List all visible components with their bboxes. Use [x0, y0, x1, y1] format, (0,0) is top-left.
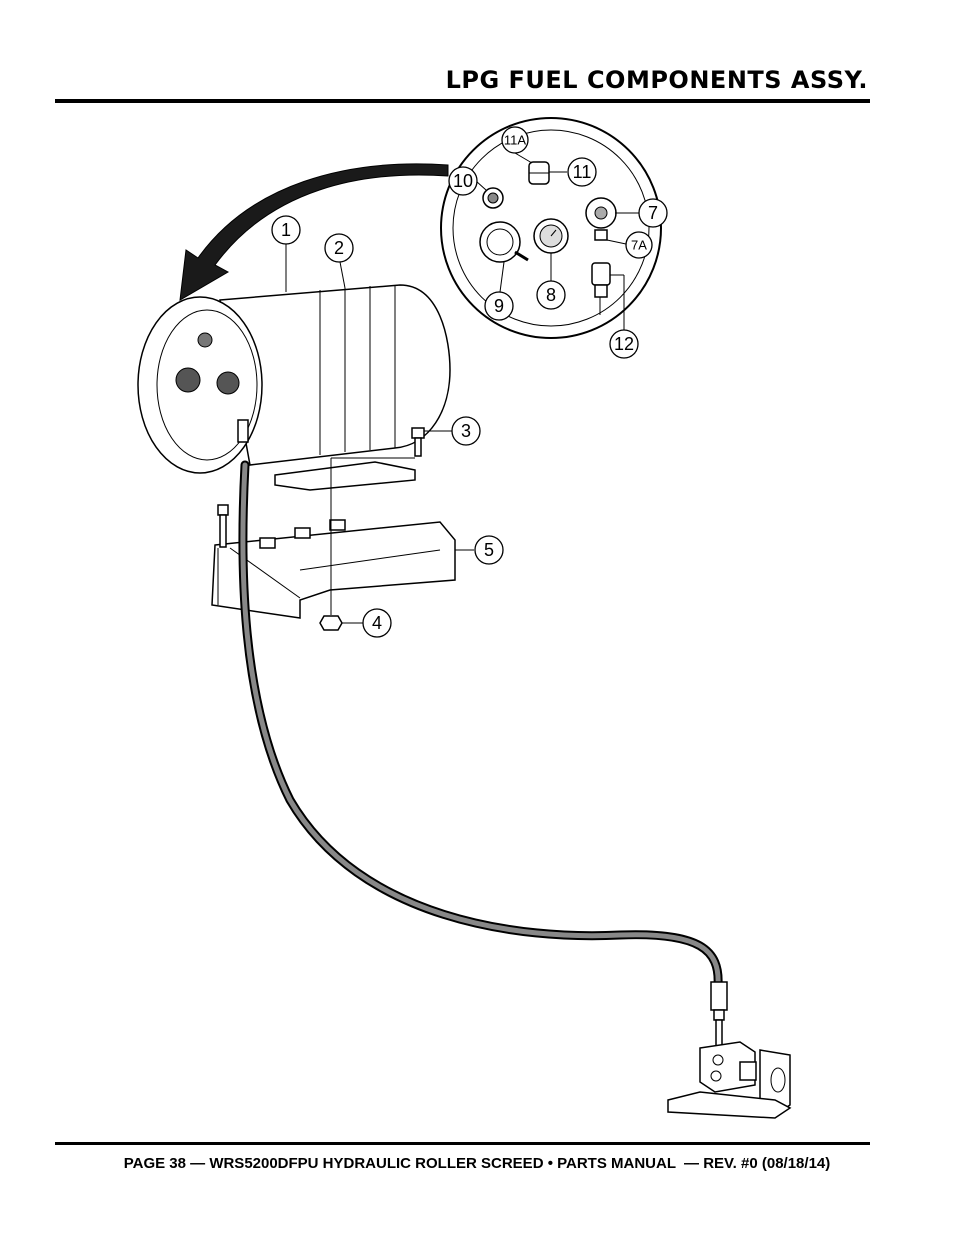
- curved-arrow-icon: [179, 163, 449, 301]
- fuel-gauge-8-icon: [533, 218, 569, 254]
- callout-11a: 11A: [501, 126, 529, 154]
- page-footer: PAGE 38 — WRS5200DFPU HYDRAULIC ROLLER S…: [123, 1155, 831, 1172]
- callout-1: 1: [271, 215, 301, 245]
- callout-7a: 7A: [625, 231, 653, 259]
- bolt-long-icon: [217, 504, 229, 548]
- lpg-tank: [137, 284, 451, 474]
- callout-5: 5: [474, 535, 504, 565]
- callout-9: 9: [484, 291, 514, 321]
- adapter-12-icon: [591, 262, 611, 315]
- svg-text:1: 1: [281, 220, 291, 240]
- svg-text:2: 2: [334, 238, 344, 258]
- svg-text:3: 3: [461, 421, 471, 441]
- callout-11: 11: [567, 157, 597, 187]
- bolt-3-icon: [411, 427, 425, 457]
- mounting-bracket-5: [211, 461, 456, 619]
- regulator-bracket-icon: [667, 1041, 792, 1119]
- leader-lines: [285, 152, 639, 624]
- tank-end-detail-view: [440, 117, 662, 339]
- svg-text:4: 4: [372, 613, 382, 633]
- hose-end-fitting-icon: [710, 981, 728, 1047]
- valve-10-icon: [482, 187, 504, 209]
- svg-text:7A: 7A: [631, 238, 647, 253]
- svg-text:7: 7: [648, 203, 658, 223]
- fitting-11-icon: [528, 161, 550, 185]
- callout-12: 12: [609, 329, 639, 359]
- callout-8: 8: [536, 280, 566, 310]
- callout-3: 3: [451, 416, 481, 446]
- svg-text:12: 12: [614, 334, 634, 354]
- footer-rule: [55, 1142, 870, 1145]
- svg-text:10: 10: [453, 171, 473, 191]
- callout-10: 10: [448, 166, 478, 196]
- callout-2: 2: [324, 233, 354, 263]
- callout-7: 7: [638, 198, 668, 228]
- page-title: LPG FUEL COMPONENTS ASSY.: [445, 66, 868, 94]
- svg-text:11: 11: [573, 162, 592, 182]
- svg-text:8: 8: [546, 285, 556, 305]
- svg-text:5: 5: [484, 540, 494, 560]
- svg-text:11A: 11A: [504, 133, 526, 148]
- header-rule: [55, 99, 870, 103]
- svg-text:9: 9: [494, 296, 504, 316]
- valve-handwheel-9-icon: [479, 221, 529, 263]
- callout-4: 4: [362, 608, 392, 638]
- nut-4-icon: [319, 615, 343, 631]
